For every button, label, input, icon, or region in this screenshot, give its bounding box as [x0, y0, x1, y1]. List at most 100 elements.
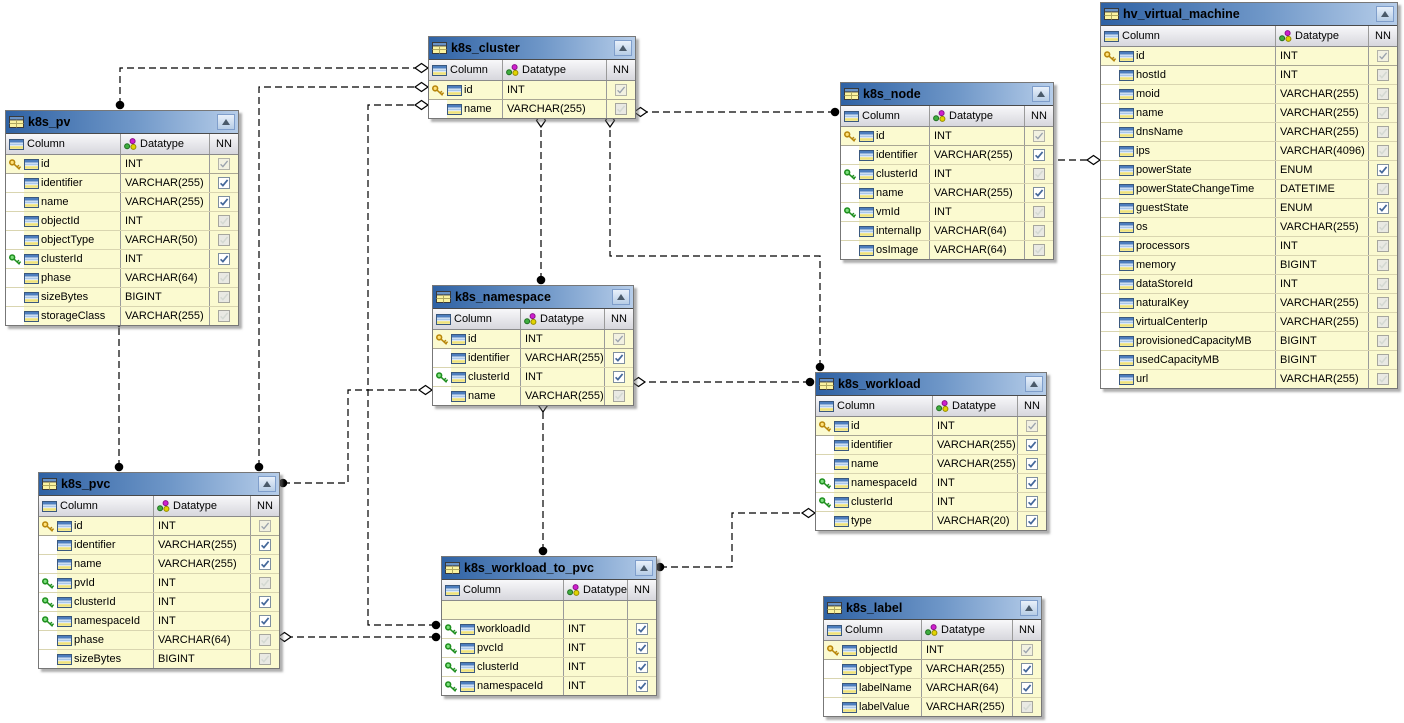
nn-checkbox[interactable] — [1026, 496, 1038, 508]
collapse-button[interactable] — [217, 114, 235, 130]
relationship-line[interactable] — [609, 114, 821, 367]
collapse-button[interactable] — [635, 560, 653, 576]
nn-checkbox[interactable] — [613, 390, 625, 402]
nn-checkbox[interactable] — [1033, 130, 1045, 142]
entity-title-bar[interactable]: k8s_node — [841, 83, 1053, 106]
nn-checkbox[interactable] — [259, 520, 271, 532]
relationship-w2p-workload[interactable] — [655, 507, 817, 572]
collapse-button[interactable] — [258, 476, 276, 492]
nn-checkbox[interactable] — [1026, 439, 1038, 451]
nn-checkbox[interactable] — [1377, 145, 1389, 157]
nn-checkbox[interactable] — [1026, 477, 1038, 489]
nn-checkbox[interactable] — [1377, 373, 1389, 385]
nn-checkbox[interactable] — [1377, 354, 1389, 366]
relationship-pv-cluster[interactable] — [115, 62, 430, 110]
entity-title-bar[interactable]: hv_virtual_machine — [1101, 3, 1397, 26]
column-row-empty[interactable] — [442, 601, 656, 620]
nn-checkbox[interactable] — [218, 291, 230, 303]
nn-checkbox[interactable] — [218, 310, 230, 322]
nn-checkbox[interactable] — [1377, 88, 1389, 100]
nn-checkbox[interactable] — [1377, 259, 1389, 271]
nn-checkbox[interactable] — [1033, 187, 1045, 199]
nn-checkbox[interactable] — [1021, 682, 1033, 694]
nn-checkbox[interactable] — [1377, 278, 1389, 290]
nn-checkbox[interactable] — [1026, 458, 1038, 470]
relationship-line[interactable] — [283, 389, 432, 484]
nn-checkbox[interactable] — [259, 539, 271, 551]
nn-checkbox[interactable] — [218, 272, 230, 284]
nn-checkbox[interactable] — [1377, 335, 1389, 347]
nn-checkbox[interactable] — [1033, 168, 1045, 180]
nn-checkbox[interactable] — [636, 642, 648, 654]
relationship-node-cluster[interactable] — [632, 106, 840, 118]
nn-checkbox[interactable] — [259, 577, 271, 589]
nn-checkbox[interactable] — [613, 333, 625, 345]
nn-checkbox[interactable] — [1377, 240, 1389, 252]
nn-checkbox[interactable] — [636, 680, 648, 692]
nn-checkbox[interactable] — [218, 158, 230, 170]
nn-checkbox[interactable] — [1377, 183, 1389, 195]
relationship-line[interactable] — [367, 104, 436, 626]
relationship-namespace-cluster[interactable] — [535, 112, 547, 285]
nn-checkbox[interactable] — [1033, 206, 1045, 218]
nn-checkbox[interactable] — [615, 84, 627, 96]
entity-title-bar[interactable]: k8s_workload_to_pvc — [442, 557, 656, 580]
entity-title-bar[interactable]: k8s_workload — [816, 373, 1046, 396]
nn-checkbox[interactable] — [218, 215, 230, 227]
relationship-w2p-pvc[interactable] — [276, 631, 441, 643]
nn-checkbox[interactable] — [1033, 244, 1045, 256]
nn-checkbox[interactable] — [1377, 126, 1389, 138]
relationship-workload-namespace[interactable] — [630, 376, 815, 388]
nn-checkbox[interactable] — [259, 653, 271, 665]
relationship-pvc-cluster[interactable] — [254, 81, 430, 472]
nn-checkbox[interactable] — [218, 177, 230, 189]
collapse-button[interactable] — [1032, 86, 1050, 102]
collapse-button[interactable] — [1376, 6, 1394, 22]
nn-checkbox[interactable] — [613, 352, 625, 364]
nn-checkbox[interactable] — [1033, 225, 1045, 237]
nn-checkbox[interactable] — [259, 558, 271, 570]
